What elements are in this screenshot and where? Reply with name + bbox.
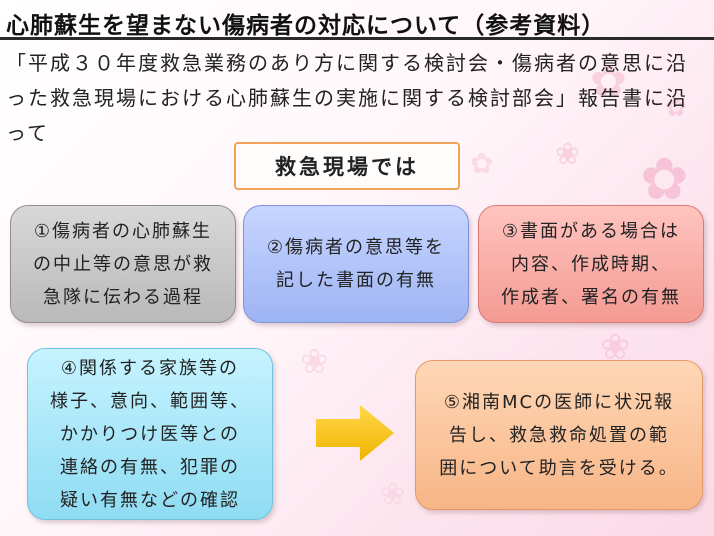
step-box-1: ①傷病者の心肺蘇生 の中止等の意思が救 急隊に伝わる過程 <box>10 205 236 323</box>
cherry-blossom-icon: ❀ <box>555 137 581 172</box>
cherry-blossom-icon: ❀ <box>300 342 329 382</box>
step-box-2: ②傷病者の意思等を 記した書面の有無 <box>243 205 469 323</box>
intro-text: 「平成３０年度救急業務のあり方に関する検討会・傷病者の意思に沿った救急現場におけ… <box>6 51 688 145</box>
step-text-4: ④関係する家族等の 様子、意向、範囲等、 かかりつけ医等との 連絡の有無、犯罪の… <box>50 357 250 511</box>
step-box-5: ⑤湘南MCの医師に状況報 告し、救急救命処置の範 囲について助言を受ける。 <box>415 360 703 510</box>
step-text-2: ②傷病者の意思等を 記した書面の有無 <box>266 237 446 291</box>
cherry-blossom-icon: ✿ <box>470 147 494 180</box>
step-text-1: ①傷病者の心肺蘇生 の中止等の意思が救 急隊に伝わる過程 <box>33 220 213 308</box>
cherry-blossom-icon: ✿ <box>590 56 627 107</box>
page-title: 心肺蘇生を望まない傷病者の対応について（参考資料） <box>6 13 606 39</box>
section-heading: 救急現場では <box>234 142 460 190</box>
cherry-blossom-icon: ✿ <box>665 93 687 123</box>
step-box-4: ④関係する家族等の 様子、意向、範囲等、 かかりつけ医等との 連絡の有無、犯罪の… <box>27 348 273 520</box>
step-text-3: ③書面がある場合は 内容、作成時期、 作成者、署名の有無 <box>501 220 681 308</box>
right-arrow-icon <box>316 405 394 461</box>
step-text-5: ⑤湘南MCの医師に状況報 告し、救急救命処置の範 囲について助言を受ける。 <box>439 391 679 479</box>
step-box-3: ③書面がある場合は 内容、作成時期、 作成者、署名の有無 <box>478 205 704 323</box>
cherry-blossom-icon: ❀ <box>380 477 406 512</box>
title-underline <box>0 37 714 40</box>
cherry-blossom-icon: ❀ <box>600 327 631 368</box>
cherry-blossom-icon: ✿ <box>640 145 689 213</box>
